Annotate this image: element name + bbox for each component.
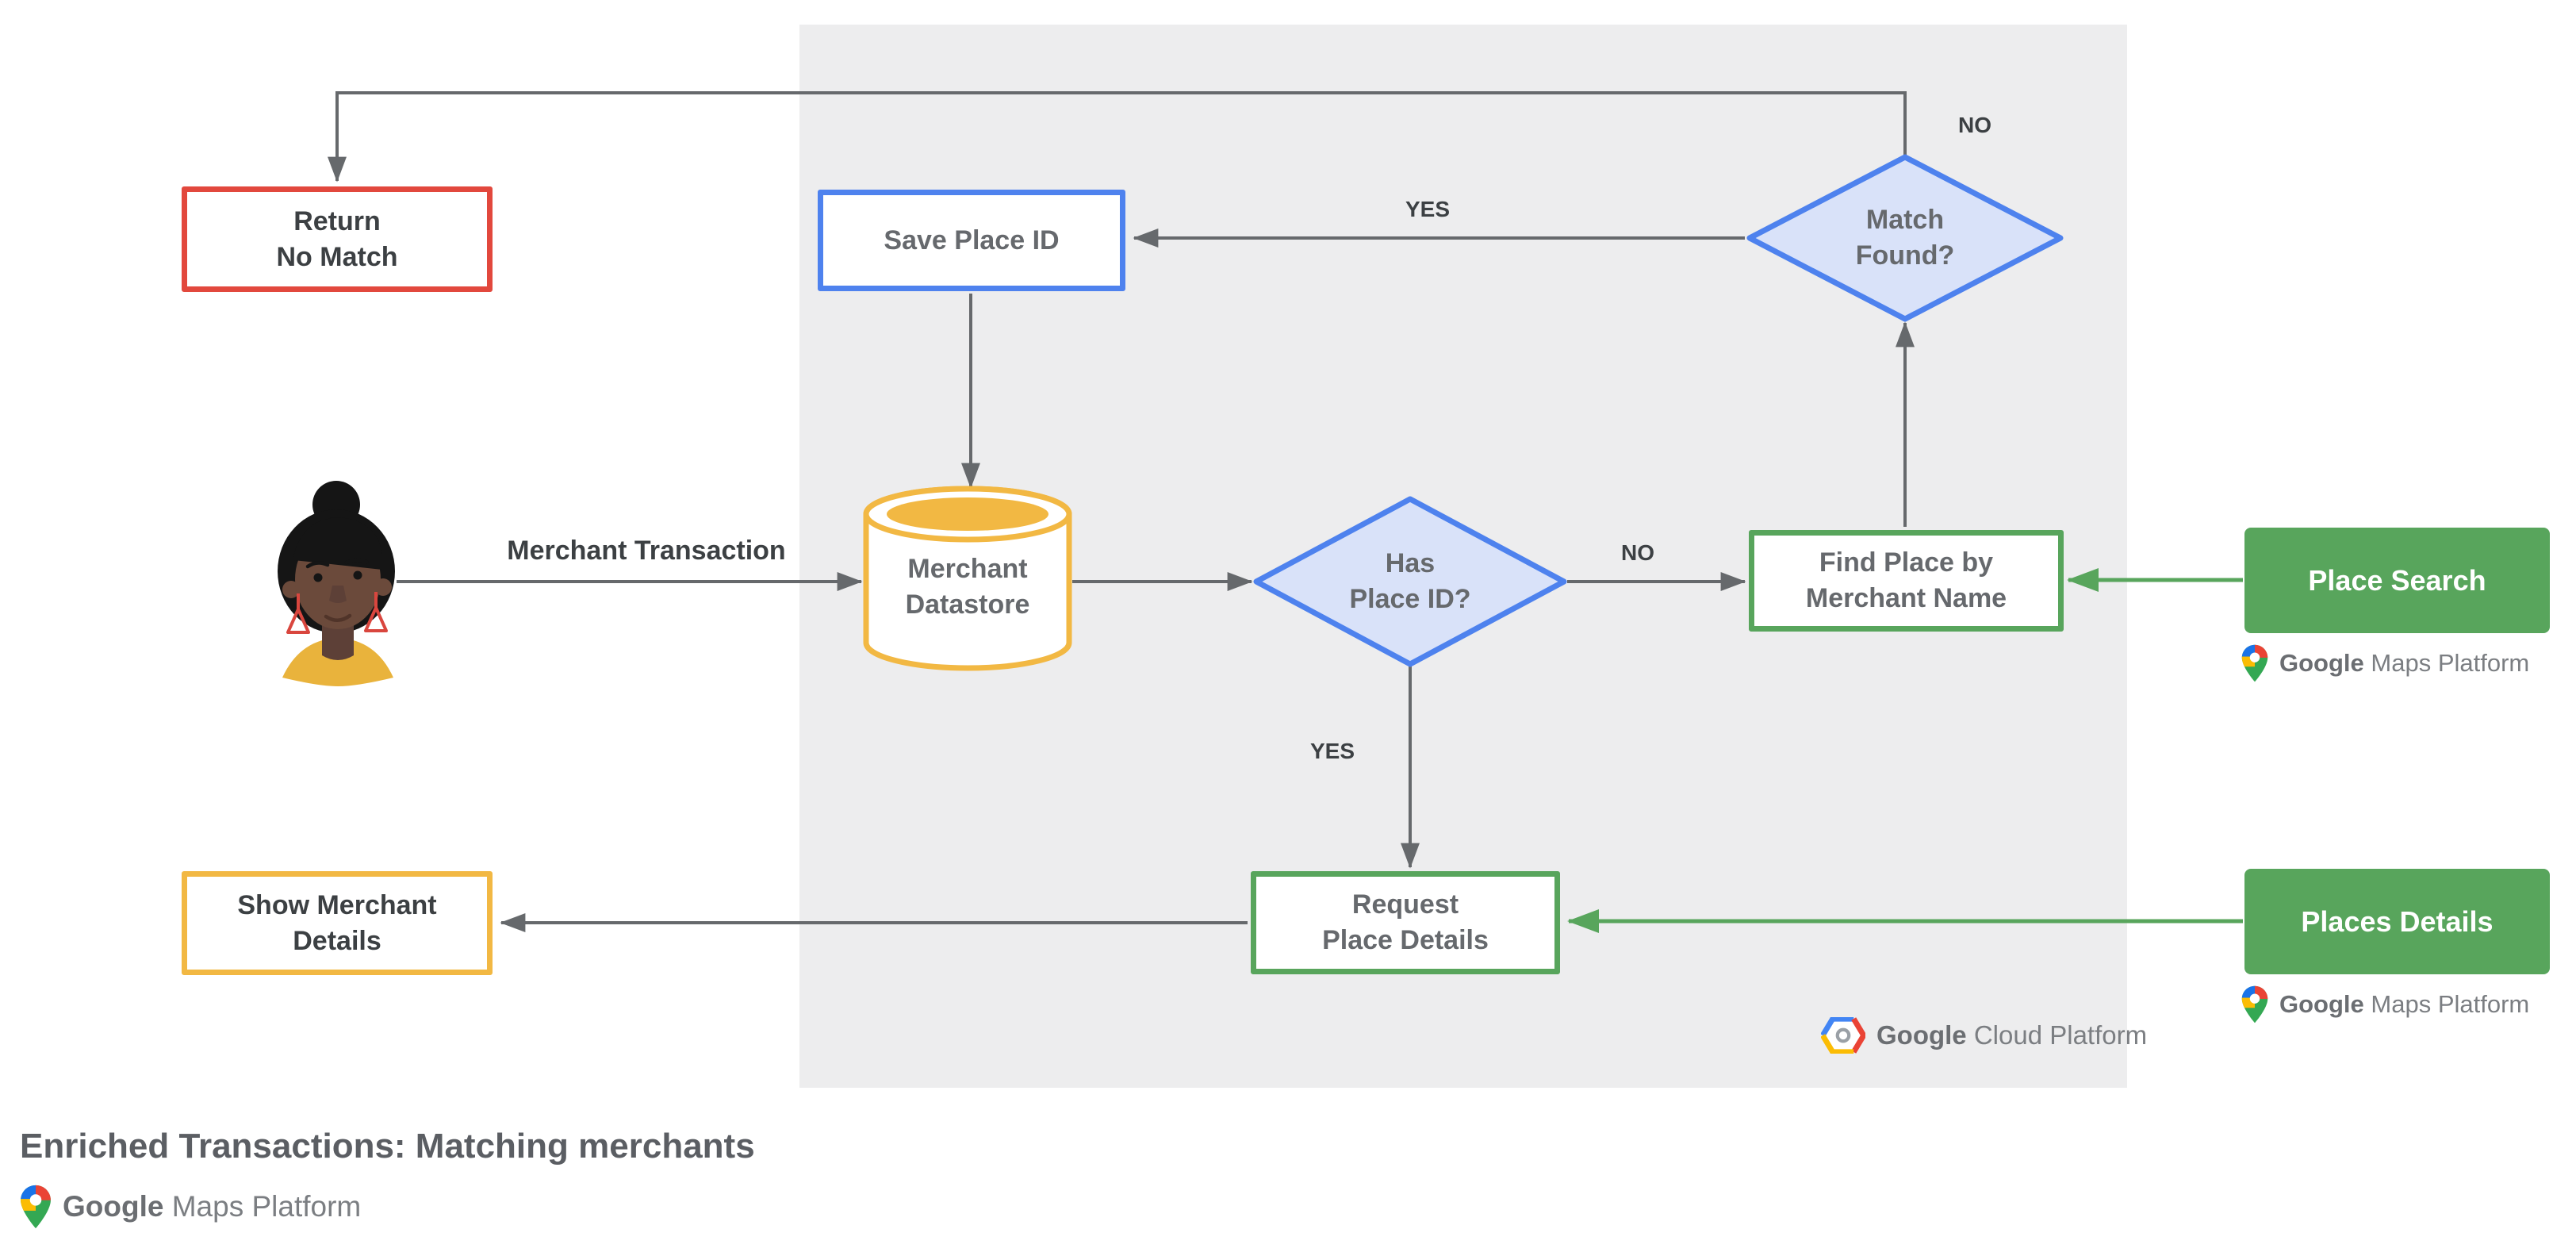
maps-platform-lockup-footer: Google Maps Platform — [20, 1184, 361, 1230]
google-maps-pin-icon — [2241, 985, 2268, 1023]
edge-match-no-loop — [328, 91, 1907, 182]
match-found-diamond — [1746, 154, 2064, 322]
avatar-earring-left — [286, 593, 310, 634]
node-request-place-details: Request Place Details — [1251, 871, 1560, 974]
logo-google-word: Google — [63, 1190, 164, 1223]
maps-platform-lockup-top: Google Maps Platform — [2241, 643, 2529, 684]
label-hasplace-yes: YES — [1309, 739, 1355, 763]
avatar-shirt — [282, 638, 393, 686]
api-place-search: Place Search — [2244, 528, 2550, 633]
label-hasplace-no: NO — [1621, 540, 1654, 565]
label-match-yes: YES — [1405, 197, 1451, 221]
node-find-place-by-merchant-name: Find Place by Merchant Name — [1749, 530, 2064, 632]
api-places-details: Places Details — [2244, 869, 2550, 974]
google-maps-pin-icon — [21, 1185, 51, 1229]
has-place-id-diamond — [1253, 496, 1567, 667]
google-maps-pin-icon — [2241, 644, 2268, 682]
logo-product-word: Cloud Platform — [1973, 1020, 2148, 1050]
gray-edges — [328, 91, 1915, 932]
avatar-earring-right — [364, 592, 388, 632]
cloud-platform-lockup: Google Cloud Platform — [1821, 1016, 2147, 1055]
google-cloud-hexagon-icon — [1821, 1017, 1865, 1054]
maps-platform-lockup-bottom: Google Maps Platform — [2241, 984, 2529, 1025]
avatar-fringe — [293, 517, 382, 570]
node-show-merchant-details: Show Merchant Details — [182, 871, 493, 975]
user-avatar — [278, 481, 395, 686]
logo-product-word: Maps Platform — [171, 1190, 362, 1223]
label-match-no: NO — [1958, 113, 1991, 137]
node-save-place-id: Save Place ID — [818, 190, 1125, 291]
cylinder-top-fill — [887, 497, 1048, 531]
merchant-datastore-cylinder — [863, 486, 1072, 671]
logo-google-word: Google — [2279, 990, 2364, 1018]
logo-product-word: Maps Platform — [2371, 990, 2530, 1018]
green-edges — [1566, 568, 2243, 933]
diagram-title: Enriched Transactions: Matching merchant… — [20, 1127, 755, 1166]
logo-google-word: Google — [1876, 1020, 1967, 1050]
logo-product-word: Maps Platform — [2371, 649, 2530, 677]
logo-google-word: Google — [2279, 649, 2364, 677]
node-return-no-match: Return No Match — [182, 186, 493, 292]
label-merchant-transaction: Merchant Transaction — [507, 535, 786, 566]
